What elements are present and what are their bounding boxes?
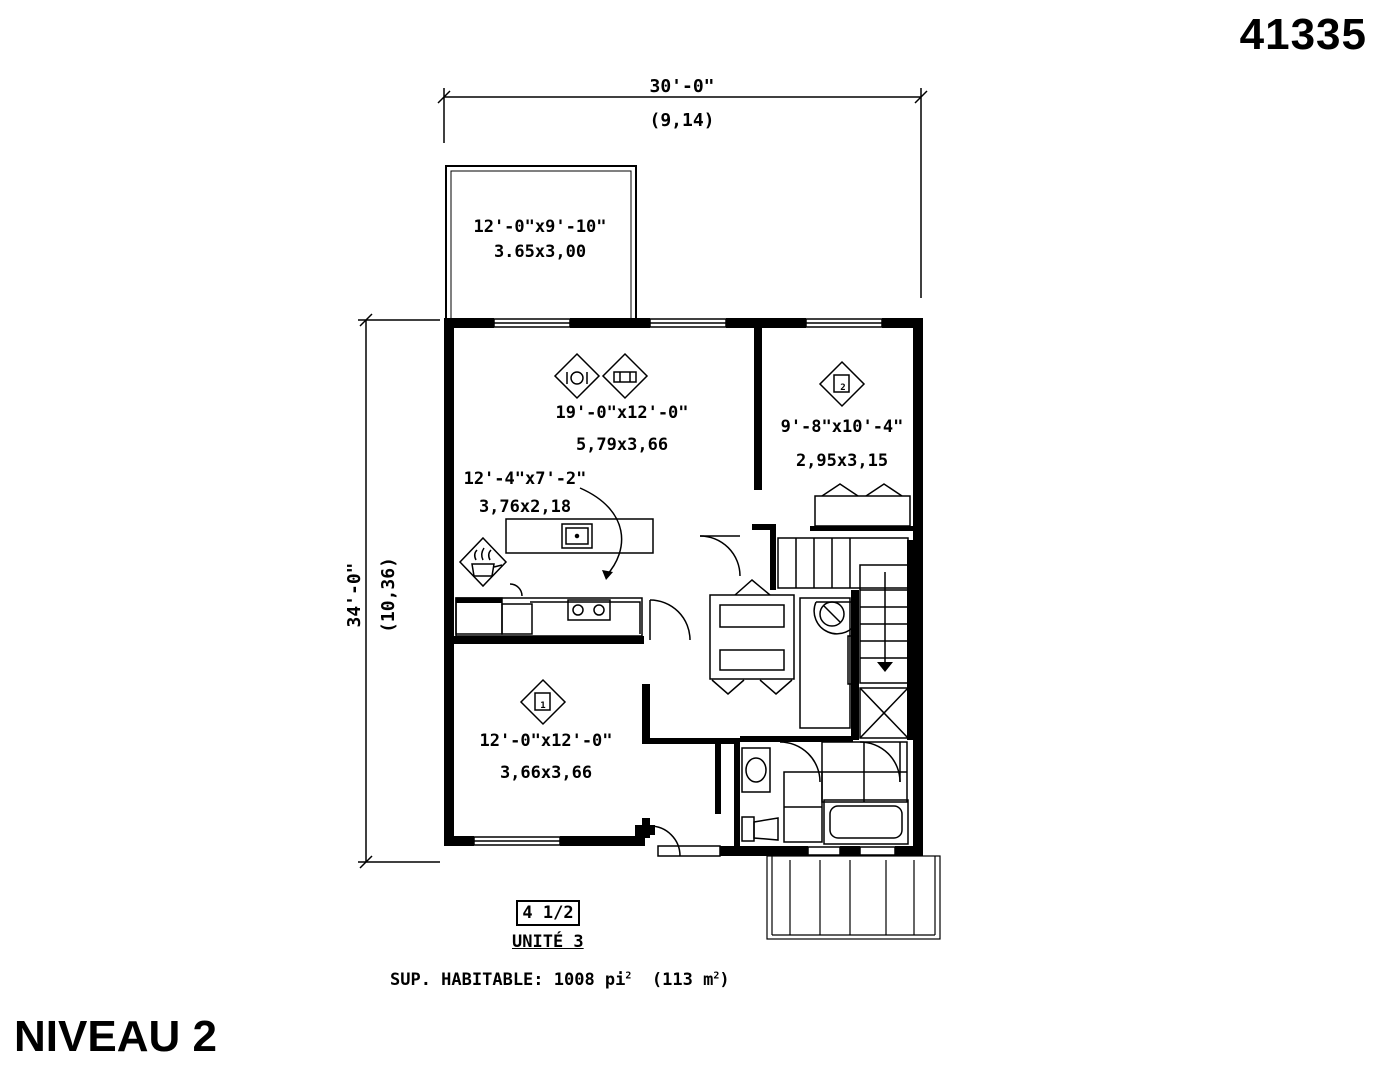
- width-metric: (9,14): [649, 110, 714, 131]
- rear-balcony: [766, 855, 941, 940]
- bedroom-2-dim-imperial: 9'-8"x10'-4": [781, 417, 904, 437]
- width-imperial: 30'-0": [649, 76, 714, 97]
- area-imperial: SUP. HABITABLE: 1008 pi: [390, 970, 626, 990]
- mechanical-room: [799, 597, 859, 729]
- area-close: ): [719, 970, 730, 990]
- bedroom-2-icon: [818, 360, 866, 408]
- balcony-dim-imperial: 12'-0"x9'-10": [473, 217, 606, 237]
- bathroom-fixtures: [741, 741, 909, 845]
- shaft: [859, 687, 909, 739]
- area-sup-2: 2: [713, 970, 720, 982]
- bedroom-1-dim-imperial: 12'-0"x12'-0": [479, 731, 612, 751]
- living-area: SUP. HABITABLE: 1008 pi2 (113 m2): [390, 970, 730, 990]
- plan-number: 41335: [1239, 10, 1367, 59]
- kitchen-fixtures: [455, 518, 654, 637]
- bedroom-1-dim-metric: 3,66x3,66: [500, 763, 592, 783]
- exterior-walls: [444, 318, 923, 856]
- area-sup-1: 2: [625, 970, 632, 982]
- kitchen-dim-imperial: 12'-4"x7'-2": [464, 469, 587, 489]
- bedroom-2-dim-metric: 2,95x3,15: [796, 451, 888, 471]
- unit-type-box: 4 1/2: [516, 900, 580, 926]
- cooking-icon: [458, 536, 508, 588]
- interior-walls: [454, 326, 913, 848]
- depth-metric: (10,36): [378, 557, 399, 633]
- balcony-dim-metric: 3.65x3,00: [494, 242, 586, 262]
- kitchen-flow-arrow: [579, 487, 623, 577]
- kitchen-dim-metric: 3,76x2,18: [479, 497, 571, 517]
- closet-doors: [709, 483, 911, 695]
- level-title: NIVEAU 2: [14, 1012, 217, 1061]
- stairs: [777, 537, 909, 684]
- area-metric: (113 m: [651, 970, 714, 990]
- dining-icon: [553, 352, 601, 400]
- kitchen-arrow-head: [602, 570, 613, 580]
- bedroom-1-number: 1: [540, 701, 545, 711]
- windows: [473, 318, 896, 856]
- depth-dimension: [358, 313, 440, 869]
- living-dining-dim-imperial: 19'-0"x12'-0": [555, 403, 688, 423]
- range-counter: [456, 598, 502, 603]
- entry-door-threshold: [657, 845, 721, 857]
- bedroom-2-number: 2: [840, 383, 845, 393]
- living-dining-dim-metric: 5,79x3,66: [576, 435, 668, 455]
- sofa-icon: [601, 352, 649, 400]
- unit-label: UNITÉ 3: [512, 932, 584, 952]
- width-dimension: [437, 88, 928, 298]
- bedroom-1-icon: [519, 678, 567, 726]
- door-swings: [509, 535, 901, 857]
- stair-arrow: [877, 662, 893, 672]
- depth-imperial: 34'-0": [344, 562, 365, 627]
